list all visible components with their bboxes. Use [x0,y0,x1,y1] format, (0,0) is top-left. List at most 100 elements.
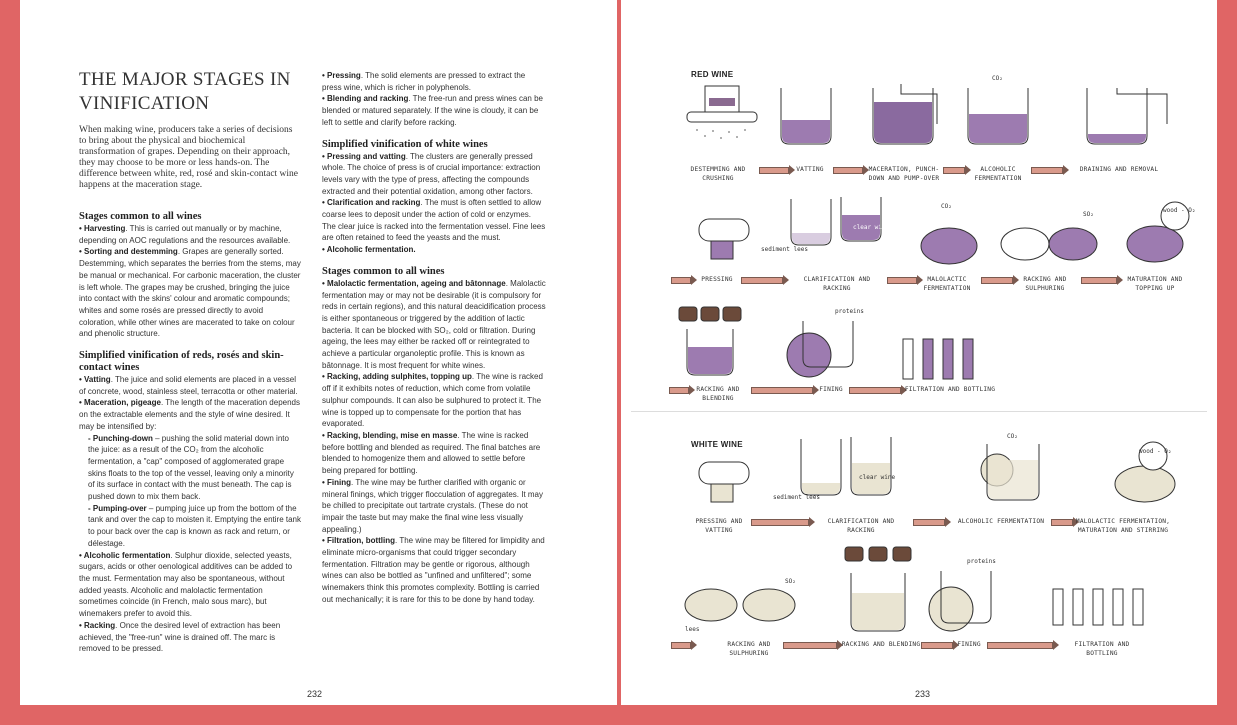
label-fining-white: FINING [957,641,981,648]
para-harvesting: • Harvesting. This is carried out manual… [79,224,291,245]
arrow [741,275,789,285]
label-clarification: CLARIFICATION AND RACKING [803,276,871,292]
left-page: THE MAJOR STAGES IN VINIFICATION When ma… [20,0,617,705]
heading-common-2: Stages common to all wines [322,265,445,277]
blending-vat-red [678,306,742,376]
label-fining: FINING [819,386,843,393]
arrow [751,517,815,527]
label-draining: DRAINING AND REMOVAL [1079,166,1159,173]
arrow [671,275,697,285]
wood-o2-label-red: wood - O₂ [1163,207,1196,214]
label-racking-sulphuring: RACKING AND SULPHURING [1023,276,1067,292]
left-column: Stages common to all wines • Harvesting.… [79,211,301,655]
para-racking: • Racking. Once the desired level of ext… [79,620,281,654]
label-pressing-vatting: PRESSING AND VATTING [695,518,743,534]
press-illustration [698,218,750,260]
label-filtration-white: FILTRATION AND BOTTLING [1074,641,1130,657]
para-malolactic: • Malolactic fermentation, ageing and bâ… [322,278,546,370]
clarification-illustration-white: sediment lees clear wine [773,437,896,501]
para-maceration: • Maceration, pigeage. The length of the… [79,398,300,431]
arrow [849,385,907,395]
so2-label-red: SO₂ [1083,211,1094,218]
maturation-barrel-red: wood - O₂ [1126,201,1196,263]
vat-illustration-1 [780,88,832,145]
arrow [783,640,843,650]
racking-barrels-red: SO₂ [1000,211,1098,261]
para-pressing: • Pressing. The solid elements are press… [322,71,526,92]
sediment-lees-label-white: sediment lees [773,494,820,501]
label-destemming: DESTEMMING AND CRUSHING [690,166,746,182]
arrow [921,640,959,650]
white-wine-title: WHITE WINE [691,440,743,449]
arrow [669,385,695,395]
arrow [833,165,869,175]
vat-illustration-3: CO₂ [967,75,1029,145]
heading-white: Simplified vinification of white wines [322,138,488,150]
arrow [751,385,819,395]
co2-label-white: CO₂ [1007,433,1018,440]
vat-illustration-4 [1086,88,1168,145]
para-fining: • Fining. The wine may be further clarif… [322,477,543,534]
malolactic-barrel-white: wood - O₂ [1114,441,1176,503]
para-alcoholic: • Alcoholic fermentation. Sulphur dioxid… [79,550,293,619]
arrow [987,640,1059,650]
bottles-red [902,338,974,380]
label-racking-sulphuring-white: RACKING AND SULPHURING [727,641,771,657]
clear-wine-label-white: clear wine [859,474,896,481]
intro-paragraph: When making wine, producers take a serie… [79,125,299,191]
para-racking-blending: • Racking, blending, mise en masse. The … [322,430,541,476]
para-racking-sulphites: • Racking, adding sulphites, topping up.… [322,372,543,429]
para-pumping: - Pumping-over – pumping juice up from t… [88,503,302,548]
label-pressing: PRESSING [701,276,733,283]
arrow [981,275,1019,285]
label-maceration: MACERATION, PUNCH-DOWN AND PUMP-OVER [868,166,940,182]
label-alcoholic: ALCOHOLIC FERMENTATION [974,166,1022,182]
clear-wine-label-red: clear wine [853,224,890,231]
sediment-lees-label-red: sediment lees [761,246,808,253]
para-punching: - Punching-down – pushing the solid mate… [88,433,294,502]
para-clarification: • Clarification and racking. The must is… [322,198,546,243]
clarification-illustration: sediment lees clear wine [761,197,890,253]
fining-illustration-white: proteins [928,558,996,632]
para-pressing-vatting: • Pressing and vatting. The clusters are… [322,151,541,196]
arrow [759,165,795,175]
section-divider [631,411,1207,412]
right-column: • Pressing. The solid elements are press… [322,70,546,606]
heading-reds: Simplified vinification of reds, rosés a… [79,350,284,374]
arrow [1031,165,1069,175]
red-wine-title: RED WINE [691,70,734,79]
heading-common: Stages common to all wines [79,211,202,222]
label-vatting: VATTING [796,166,824,173]
para-vatting: • Vatting. The juice and solid elements … [79,375,298,396]
page-title: THE MAJOR STAGES IN VINIFICATION [79,69,291,114]
malolactic-barrel-red: CO₂ [920,203,978,265]
page-number-left: 232 [307,689,323,699]
destemmer-illustration [686,85,758,139]
label-racking-blending: RACKING AND BLENDING [696,386,740,402]
para-filtration: • Filtration, bottling. The wine may be … [322,536,545,604]
co2-label-1: CO₂ [992,75,1003,82]
lees-label-white: lees [685,626,700,633]
proteins-label-white: proteins [967,558,996,565]
page-number-right: 233 [915,689,931,699]
para-sorting: • Sorting and destemming. Grapes are gen… [79,247,301,339]
right-page: RED WINE CO₂ DESTEMMING AND CRUSHING VAT… [621,0,1217,705]
wood-o2-label-white: wood - O₂ [1139,448,1172,455]
press-illustration-white [698,461,750,503]
co2-label-2: CO₂ [941,203,952,210]
label-alcoholic-white: ALCOHOLIC FERMENTATION [957,518,1045,525]
label-maturation: MATURATION AND TOPPING UP [1127,276,1183,292]
racking-barrels-white: SO₂ lees [684,578,796,633]
bottles-white [1052,588,1144,626]
blending-vat-white [844,546,912,632]
para-blending: • Blending and racking. The free-run and… [322,94,543,127]
arrow [887,275,923,285]
para-alc: • Alcoholic fermentation. [322,245,416,255]
label-malolactic-white: MALOLACTIC FERMENTATION, MATURATION AND … [1075,518,1171,534]
arrow [913,517,951,527]
arrow [671,640,697,650]
label-racking-blending-white: RACKING AND BLENDING [841,641,921,648]
label-filtration: FILTRATION AND BOTTLING [904,386,996,393]
vat-illustration-2 [872,84,938,145]
fining-illustration-red: proteins [786,308,864,378]
